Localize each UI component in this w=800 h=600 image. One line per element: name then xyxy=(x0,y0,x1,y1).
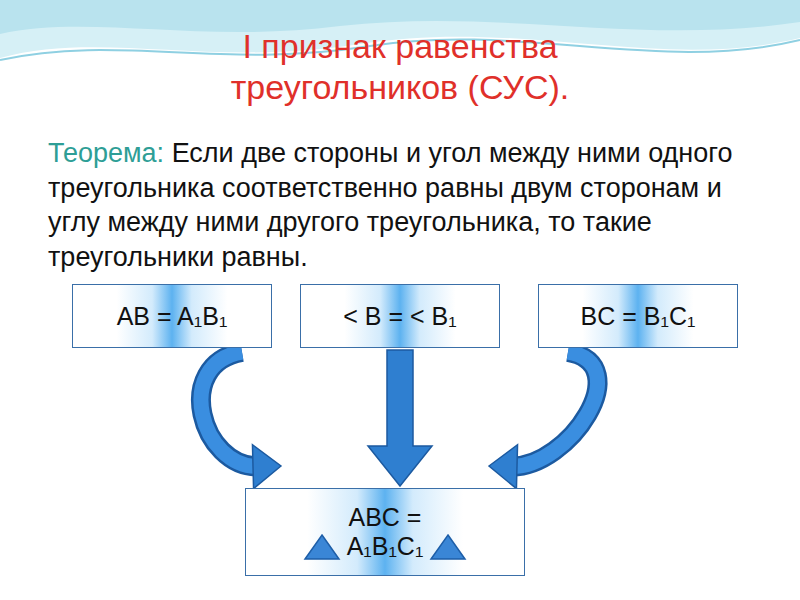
arrow-head xyxy=(252,445,281,489)
connector xyxy=(489,352,598,489)
connector xyxy=(201,352,281,489)
result-box: ABC =A₁B₁C₁ xyxy=(245,488,525,576)
triangle-shape xyxy=(305,535,339,559)
connector xyxy=(368,350,432,486)
box-text: ABC = xyxy=(349,503,422,532)
triangle-symbol xyxy=(429,533,467,561)
condition-box: BC = B₁C₁ xyxy=(538,284,738,348)
block-arrow xyxy=(368,350,432,486)
triangle-shape xyxy=(431,535,465,559)
theorem-lead: Теорема: xyxy=(48,138,164,168)
text-row: A₁B₁C₁ xyxy=(303,532,468,561)
curved-arrow-body xyxy=(201,352,259,467)
triangle-symbol xyxy=(303,533,341,561)
box-text: BC = B₁C₁ xyxy=(581,302,696,331)
curved-arrow-edge xyxy=(511,352,598,467)
theorem-text: Теорема: Если две стороны и угол между н… xyxy=(48,136,760,274)
slide-title: I признак равенства треугольников (СУС). xyxy=(150,26,650,108)
condition-box: < B = < B₁ xyxy=(300,284,500,348)
condition-box: AB = A₁B₁ xyxy=(72,284,272,348)
box-text: < B = < B₁ xyxy=(343,302,456,331)
arrow-head xyxy=(489,445,518,489)
curved-arrow-body xyxy=(511,352,598,467)
box-text: A₁B₁C₁ xyxy=(347,532,424,561)
box-text: AB = A₁B₁ xyxy=(117,302,228,331)
curved-arrow-edge xyxy=(201,352,259,467)
